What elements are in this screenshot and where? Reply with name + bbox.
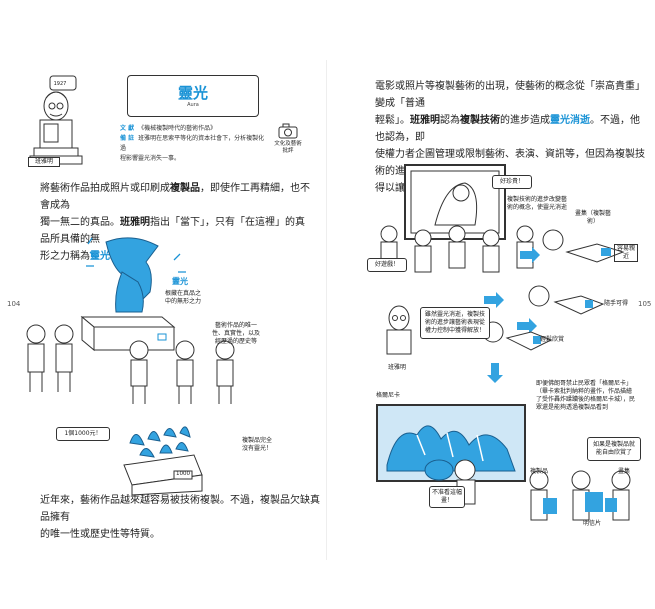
benjamin-label: 班雅明	[387, 364, 406, 371]
p1-l3b: 靈光	[90, 251, 110, 262]
meta-note-value-2: ，分析複製化過	[120, 135, 265, 152]
category-badge: 文化及藝術批評	[274, 141, 302, 154]
meta-note-value-3: 程影響靈光消失一事。	[120, 155, 181, 162]
book-reader-illustration	[542, 229, 625, 263]
rp1-l2e: 的進步造成	[500, 115, 550, 126]
nice-bubble: 好珍貴！	[492, 175, 532, 189]
rp1-l2g: 。不過，他也認為，即	[375, 115, 640, 143]
viewers-illustration	[26, 324, 74, 392]
reader-cheap-illustration	[528, 285, 605, 315]
friendly-label: 輕鬆欣賞	[539, 336, 564, 343]
portrait-label: 班雅明	[28, 157, 60, 167]
benjamin-portrait-illustration	[29, 75, 83, 165]
easy-label: 容易親近	[614, 244, 638, 262]
framed-painting-illustration	[404, 164, 506, 240]
left-page: 1927 班雅明 靈光 Aura 文 獻《機械複製時代的藝術作品》 備 註班雅明…	[0, 0, 327, 609]
rp1-l2c: 認為	[440, 115, 460, 126]
concept-title: 靈光	[177, 84, 208, 102]
replica-view-bubble: 如果是複製品就能自由欣賞了	[587, 437, 641, 461]
crowd-illustration	[380, 225, 534, 273]
replica-sale-illustration	[123, 426, 203, 496]
arrow-icon	[517, 318, 537, 334]
good-bubble: 好遊戲！	[367, 258, 407, 272]
aura-title: 靈光	[172, 277, 188, 286]
benjamin-note: 雖然靈光消逝，複製技術的進步讓藝術表現從權力控制中獲得解放！	[420, 307, 490, 339]
winged-victory-statue-illustration	[80, 237, 186, 352]
meta-note-value-1: 班雅明在思索平等化的資本社會下	[138, 135, 229, 142]
p1-l2c: 指出「當下」，只有「在這裡」的真品所具備的無	[40, 217, 305, 245]
postcard-label: 明信片	[582, 520, 601, 527]
arrow-down-icon	[487, 363, 503, 383]
aura-description: 根藏在真品之中的無形之力	[164, 290, 201, 305]
p1-l2b: 班雅明	[120, 217, 150, 228]
meta-info: 文 獻《機械複製時代的藝術作品》 備 註班雅明在思索平等化的資本社會下，分析複製…	[120, 124, 270, 164]
rp1-l1: 電影或照片等複製藝術的出現，使藝術的概念從「崇高貴重」變成「普通	[375, 81, 645, 109]
viewers-right-illustration	[129, 340, 235, 404]
gutter	[326, 60, 327, 560]
concept-title-box: 靈光 Aura	[127, 75, 259, 117]
rp1-l2f: 靈光消逝	[550, 115, 590, 126]
meta-text-label: 文 獻	[120, 125, 135, 132]
left-page-number: 104	[7, 300, 21, 308]
p1-l1a: 將藝術作品拍成照片或印刷成	[40, 183, 170, 194]
arrow-icon	[520, 247, 540, 263]
meta-text-value: 《機械複製時代的藝術作品》	[138, 125, 217, 132]
replica-viewers-illustration	[529, 470, 631, 521]
rp1-l2d: 複製技術	[460, 115, 500, 126]
p2-l1: 近年來，藝術作品越來越容易被技術複製。不過，複製品欠缺真品擁有	[40, 495, 320, 523]
guernica-note: 即便佛朗哥禁止民眾看「格爾尼卡」（畢卡索批判納粹的畫作，作品描繪了受作轟炸蹂躪後…	[536, 380, 636, 411]
replica-label: 複製品	[529, 468, 548, 475]
right-page-number: 105	[638, 300, 652, 308]
cheap-label: 隨手可得	[603, 300, 628, 307]
album-label: 畫集	[617, 468, 630, 475]
not-allowed-bubble: 不准看這幅畫！	[429, 486, 465, 508]
meta-note-label: 備 註	[120, 135, 135, 142]
rp1-l2a: 輕鬆」。	[375, 115, 410, 126]
arrow-icon	[484, 292, 504, 308]
tech-note: 複製技術的進步改變藝術的概念，使靈光消逝	[507, 196, 568, 211]
box-tag: 1000	[176, 471, 190, 477]
right-page: 電影或照片等複製藝術的出現，使藝術的概念從「崇高貴重」變成「普通 輕鬆」。班雅明…	[327, 0, 655, 609]
book-label: 畫集（複製藝術）	[575, 210, 612, 225]
speech-year: 1927	[53, 81, 67, 87]
benjamin-figure-illustration	[386, 305, 412, 355]
price-bubble: 1個1000元！	[56, 427, 110, 441]
rp1-l2b: 班雅明	[410, 115, 440, 126]
closing-paragraph: 近年來，藝術作品越來越容易被技術複製。不過，複製品欠缺真品擁有 的唯一性或歷史性…	[40, 492, 320, 543]
intro-paragraph: 將藝術作品拍成照片或印刷成複製品，即使作工再精細，也不會成為 獨一無二的真品。班…	[40, 180, 310, 265]
guernica-label: 格爾尼卡	[375, 392, 400, 399]
concept-title-en: Aura	[187, 102, 199, 108]
rp1-l3: 使權力者企圖管理或限制藝術、表演、資訊等，但因為複製技術的進步，	[375, 149, 645, 177]
history-note: 藝術作品的唯一性、真實性，以及經歷過的歷史等	[212, 322, 261, 345]
p1-l2a: 獨一無二的真品。	[40, 217, 120, 228]
p1-l1c: ，即使作工再精細，也不會成為	[40, 183, 310, 211]
p2-l2: 的唯一性或歷史性等特質。	[40, 529, 160, 540]
p1-l3a: 形之力稱為	[40, 251, 90, 262]
replica-note: 複製品完全沒有靈光！	[241, 437, 272, 452]
camera-icon	[278, 123, 298, 139]
p1-l1b: 複製品	[170, 183, 200, 194]
